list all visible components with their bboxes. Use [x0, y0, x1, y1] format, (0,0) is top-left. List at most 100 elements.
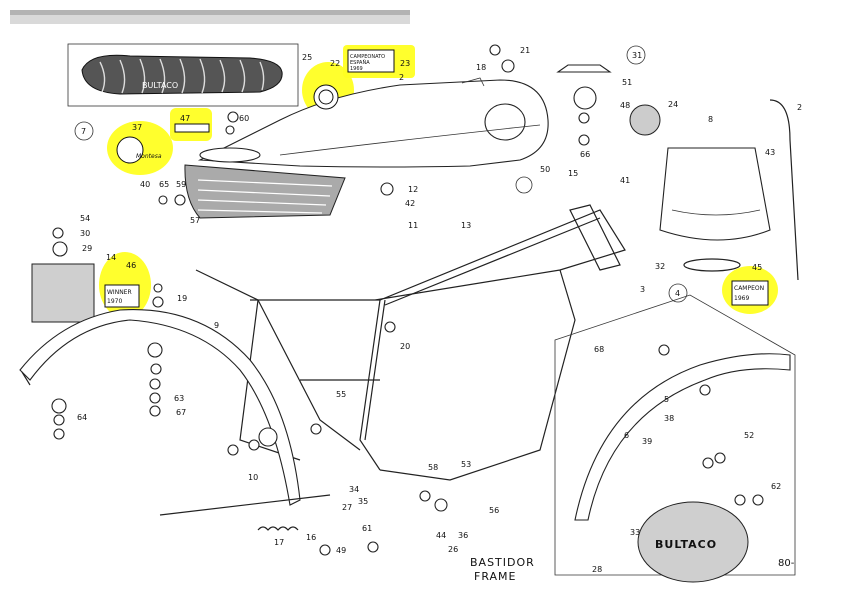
label-51: 51 [622, 78, 632, 87]
label-25: 25 [302, 53, 312, 62]
label-28: 28 [592, 565, 602, 574]
label-43: 43 [765, 148, 775, 157]
label-2b: 2 [797, 103, 802, 112]
label-60: 60 [239, 114, 249, 123]
label-39: 39 [642, 437, 652, 446]
sticker-22 [313, 84, 339, 110]
label-14: 14 [106, 253, 116, 262]
frame-tube-inner [364, 217, 601, 441]
label-6: 6 [624, 431, 629, 440]
label-12: 12 [408, 185, 418, 194]
label-47: 47 [180, 114, 190, 123]
sticker-37-text: Montesa [136, 153, 162, 160]
label-50: 50 [540, 165, 550, 174]
label-26: 26 [448, 545, 458, 554]
seat-brand: BULTACO [142, 81, 178, 90]
callout-circle-7 [74, 121, 94, 141]
spring-17 [257, 526, 299, 531]
label-65: 65 [159, 180, 169, 189]
label-45: 45 [752, 263, 762, 272]
label-11: 11 [408, 221, 418, 230]
cap-31 [556, 64, 612, 73]
title-en: FRAME [474, 570, 517, 583]
label-8: 8 [708, 115, 713, 124]
label-42: 42 [405, 199, 415, 208]
fender-edge [21, 371, 31, 386]
label-35: 35 [358, 497, 368, 506]
sticker-23-line1: CAMPEONATO [350, 54, 385, 60]
bracket-50 [515, 176, 533, 194]
fuel-tank [197, 79, 549, 168]
label-38: 38 [664, 414, 674, 423]
title-es: BASTIDOR [470, 556, 535, 569]
label-41: 41 [620, 176, 630, 185]
sticker-46-line2: 1970 [107, 298, 122, 305]
rubber-strap-32 [683, 258, 741, 272]
label-2: 2 [399, 73, 404, 82]
sticker-23-line2: ESPAÑA [350, 59, 370, 66]
seat [81, 54, 283, 95]
label-13: 13 [461, 221, 471, 230]
label-19: 19 [177, 294, 187, 303]
label-27: 27 [342, 503, 352, 512]
label-16: 16 [306, 533, 316, 542]
badge-24 [629, 104, 661, 136]
rear-fender [19, 309, 301, 506]
hardware-washers [51, 44, 764, 556]
front-fender-box [554, 294, 796, 576]
label-22: 22 [330, 59, 340, 68]
label-21: 21 [520, 46, 530, 55]
label-15: 15 [568, 169, 578, 178]
label-10: 10 [248, 473, 258, 482]
tank-cap-recess [484, 103, 526, 141]
callout-circle-31 [626, 45, 646, 65]
label-46: 46 [126, 261, 136, 270]
tank-panel-stripes [197, 179, 333, 214]
label-18: 18 [476, 63, 486, 72]
label-40: 40 [140, 180, 150, 189]
label-20: 20 [400, 342, 410, 351]
label-55: 55 [336, 390, 346, 399]
callout-circle-4 [668, 283, 688, 303]
seat-pattern [99, 58, 265, 94]
label-29: 29 [82, 244, 92, 253]
label-63: 63 [174, 394, 184, 403]
cable-2 [769, 99, 799, 281]
sticker-22-ring [318, 89, 334, 105]
sticker-45 [731, 280, 769, 306]
label-64: 64 [77, 413, 87, 422]
sticker-37 [116, 136, 144, 164]
sticker-46 [104, 284, 140, 308]
sticker-23 [347, 49, 395, 73]
label-59: 59 [176, 180, 186, 189]
number-plate-14 [31, 263, 95, 323]
sticker-23-line3: 1969 [350, 66, 363, 72]
label-56: 56 [489, 506, 499, 515]
sticker-45-line2: 1969 [734, 295, 749, 302]
label-57: 57 [190, 216, 200, 225]
label-66: 66 [580, 150, 590, 159]
sticker-45-line1: CAMPEON [734, 285, 764, 292]
number-board-8 [659, 147, 771, 241]
rear-plate-brand: BULTACO [655, 538, 717, 551]
label-68: 68 [594, 345, 604, 354]
label-52: 52 [744, 431, 754, 440]
label-3: 3 [640, 285, 645, 294]
part-number-labels: 2 2 3 4 5 6 7 8 9 10 11 12 13 14 15 16 1… [77, 46, 802, 574]
stand-10 [159, 494, 331, 516]
tank-stripe [279, 124, 541, 156]
label-54: 54 [80, 214, 90, 223]
rear-plate-33 [637, 501, 749, 583]
label-31: 31 [632, 51, 642, 60]
tank-tab [461, 77, 485, 87]
number-board-fold [671, 209, 761, 216]
label-58: 58 [428, 463, 438, 472]
label-24: 24 [668, 100, 678, 109]
scan-edge-dark [10, 10, 410, 15]
label-37: 37 [132, 123, 142, 132]
label-67: 67 [176, 408, 186, 417]
sticker-47 [174, 123, 210, 133]
label-44: 44 [436, 531, 446, 540]
